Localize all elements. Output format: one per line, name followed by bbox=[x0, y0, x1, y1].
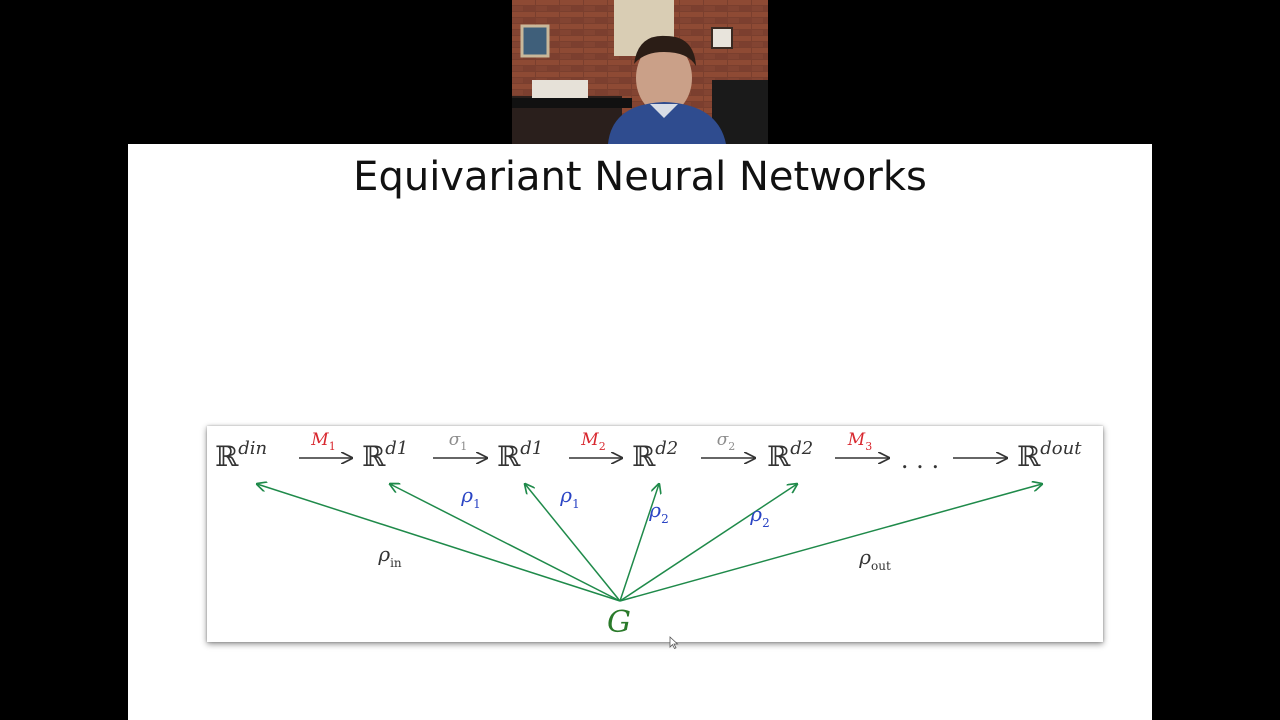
wall-frame bbox=[711, 27, 733, 49]
group-label: G bbox=[607, 605, 631, 640]
group-action-arrow-4 bbox=[619, 484, 659, 602]
representation-label-6: ρout bbox=[858, 545, 891, 573]
equivariant-network-diagram: ℝdin ℝd1 ℝd1 ℝd2 ℝd2 ℝdout M1 σ1 M2 σ2 M3 . . . ρin… bbox=[207, 426, 1103, 642]
group-action-arrow-6 bbox=[619, 484, 1042, 602]
ellipsis: . . . bbox=[901, 446, 939, 474]
representation-label-4: ρ2 bbox=[648, 498, 668, 526]
space-1: ℝdin bbox=[215, 438, 267, 473]
webcam-video-frame bbox=[512, 0, 768, 144]
map-label-4: σ2 bbox=[717, 430, 736, 453]
space-5: ℝd2 bbox=[767, 438, 813, 473]
wall-picture bbox=[520, 24, 550, 58]
space-2: ℝd1 bbox=[362, 438, 408, 473]
group-action-arrow-3 bbox=[525, 484, 621, 602]
representation-labels: ρin ρ1 ρ1 ρ2 ρ2 ρout bbox=[377, 483, 891, 573]
mouse-cursor-icon bbox=[669, 636, 679, 650]
representation-label-5: ρ2 bbox=[749, 502, 769, 530]
group-action-arrow-5 bbox=[619, 484, 797, 602]
presenter-sweater bbox=[608, 102, 726, 144]
slide-title: Equivariant Neural Networks bbox=[353, 154, 927, 200]
group-action-arrows bbox=[257, 484, 1042, 602]
space-4: ℝd2 bbox=[632, 438, 678, 473]
representation-label-1: ρin bbox=[377, 542, 402, 570]
map-label-3: M2 bbox=[580, 430, 605, 453]
layer-chain: ℝdin ℝd1 ℝd1 ℝd2 ℝd2 ℝdout M1 σ1 M2 σ2 M3 . . . bbox=[215, 430, 1082, 474]
sheet-music bbox=[532, 80, 588, 98]
presenter-webcam bbox=[512, 0, 768, 144]
space-6: ℝdout bbox=[1017, 438, 1082, 473]
representation-label-3: ρ1 bbox=[559, 483, 579, 511]
map-label-5: M3 bbox=[847, 430, 872, 453]
diagram-canvas: ℝdin ℝd1 ℝd1 ℝd2 ℝd2 ℝdout M1 σ1 M2 σ2 M3 . . . ρin… bbox=[215, 430, 1082, 640]
presenter-hair bbox=[634, 35, 696, 66]
representation-label-2: ρ1 bbox=[460, 483, 480, 511]
map-label-1: M1 bbox=[310, 430, 335, 453]
presenter-face bbox=[636, 42, 692, 114]
group-action-arrow-1 bbox=[257, 484, 621, 602]
space-3: ℝd1 bbox=[497, 438, 543, 473]
map-label-2: σ1 bbox=[449, 430, 468, 453]
group-action-arrow-2 bbox=[390, 484, 621, 602]
